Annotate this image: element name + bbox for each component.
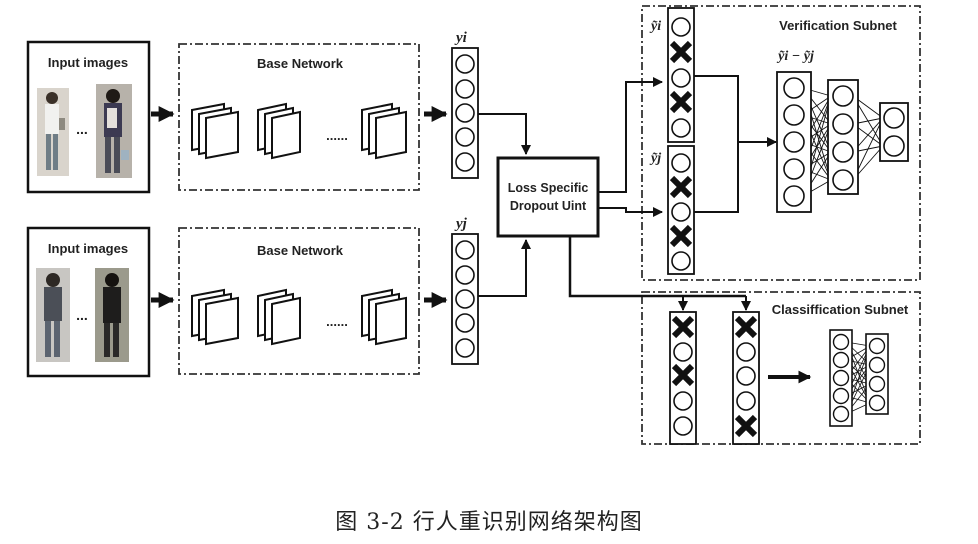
yj-tilde-label: ỹj	[649, 151, 661, 166]
bottom-feature-to-dropout-arrow	[478, 239, 531, 297]
classification-mlp	[829, 329, 889, 427]
classification-output-layer	[865, 333, 889, 415]
dropout-label-line2: Dropout Uint	[510, 199, 587, 213]
top-input-images-label: Input images	[48, 55, 128, 70]
dropped-unit-cross	[669, 90, 693, 114]
dropout-to-classification-line	[568, 236, 746, 298]
classification-input-layer	[829, 329, 853, 427]
bottom-input-images-box: Input images ...	[26, 226, 151, 378]
dropped-unit-cross	[669, 224, 693, 248]
bottom-base-network-label: Base Network	[257, 243, 344, 258]
top-feature-to-dropout-arrow	[478, 113, 531, 155]
bottom-base-network-box: Base Network ......	[178, 227, 420, 375]
bottom-feature-map-stack-2	[257, 288, 301, 346]
verification-mlp	[776, 71, 909, 213]
verification-subnet-title: Verification Subnet	[779, 18, 897, 33]
dropped-unit-cross	[734, 414, 758, 438]
top-feature-map-stack-2	[257, 102, 301, 160]
bottom-person-image-2	[95, 268, 129, 362]
yi-tilde-label: ỹi	[649, 19, 661, 34]
top-person-image-1	[37, 88, 69, 176]
dropped-unit-cross	[669, 175, 693, 199]
top-base-network-label: Base Network	[257, 56, 344, 71]
verification-hidden-layer	[827, 79, 859, 195]
bottom-input-images-label: Input images	[48, 241, 128, 256]
dropout-to-yi-tilde-arrow	[598, 77, 663, 193]
classification-subnet-box: Classiffication Subnet	[641, 291, 921, 445]
bottom-images-ellipsis: ...	[76, 307, 88, 323]
bottom-feature-map-stack-1	[191, 288, 239, 346]
dropped-unit-cross	[734, 315, 758, 339]
difference-vector	[776, 71, 812, 213]
bottom-feature-vector	[451, 233, 479, 365]
verification-subnet-box: Verification Subnet	[641, 5, 921, 281]
yi-tilde-dropout-vector	[667, 7, 695, 143]
top-images-ellipsis: ...	[76, 121, 88, 137]
bottom-person-image-1	[36, 268, 70, 362]
top-person-image-2	[96, 84, 132, 178]
classification-dropout-vector-left	[669, 311, 697, 445]
top-feature-vector	[451, 47, 479, 179]
top-feature-label: yi	[454, 30, 468, 46]
yj-tilde-dropout-vector	[667, 145, 695, 275]
top-feature-map-stack-3	[361, 102, 407, 160]
classification-subnet-title: Classiffication Subnet	[772, 302, 909, 317]
classification-dropout-vector-right	[732, 311, 760, 445]
bottom-feature-map-stack-3	[361, 288, 407, 346]
dropped-unit-cross	[671, 363, 695, 387]
bottom-network-dots: ......	[326, 314, 348, 329]
loss-specific-dropout-box: Loss Specific Dropout Uint	[496, 156, 600, 238]
top-base-network-box: Base Network ......	[178, 43, 420, 191]
verification-merge-line	[694, 75, 739, 213]
top-network-dots: ......	[326, 128, 348, 143]
verification-output-layer	[879, 102, 909, 162]
dropout-label-line1: Loss Specific	[508, 181, 589, 195]
difference-label: ỹi − ỹj	[776, 49, 814, 64]
bottom-feature-label: yj	[454, 216, 468, 232]
top-input-images-box: Input images ...	[26, 40, 151, 194]
figure-caption: 图 3-2 行人重识别网络架构图	[335, 510, 643, 535]
dropped-unit-cross	[671, 315, 695, 339]
dropped-unit-cross	[669, 40, 693, 64]
top-feature-map-stack-1	[191, 102, 239, 160]
dropout-to-yj-tilde-arrow	[598, 207, 663, 217]
